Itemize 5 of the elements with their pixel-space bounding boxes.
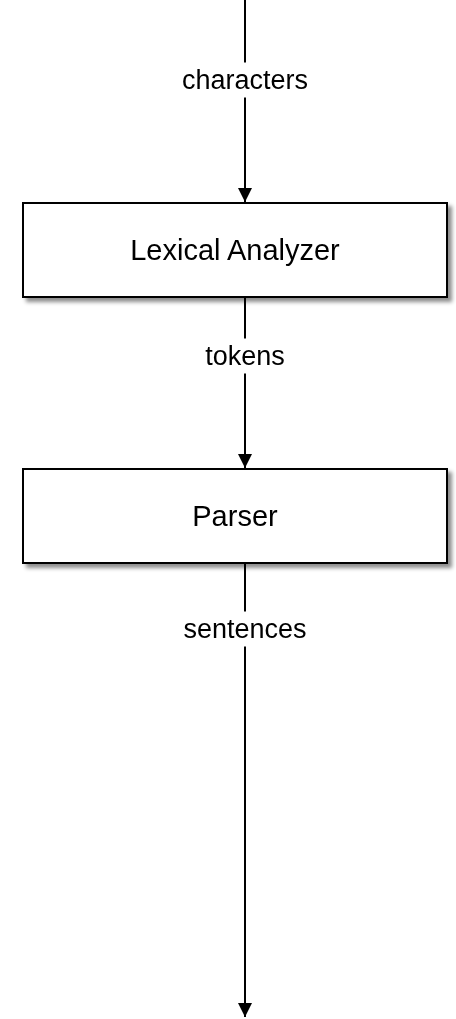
arrow (238, 563, 252, 1018)
box-label: Lexical Analyzer (130, 233, 340, 267)
process-box (22, 202, 448, 298)
box-label: Parser (192, 499, 278, 533)
process-box (22, 468, 448, 564)
